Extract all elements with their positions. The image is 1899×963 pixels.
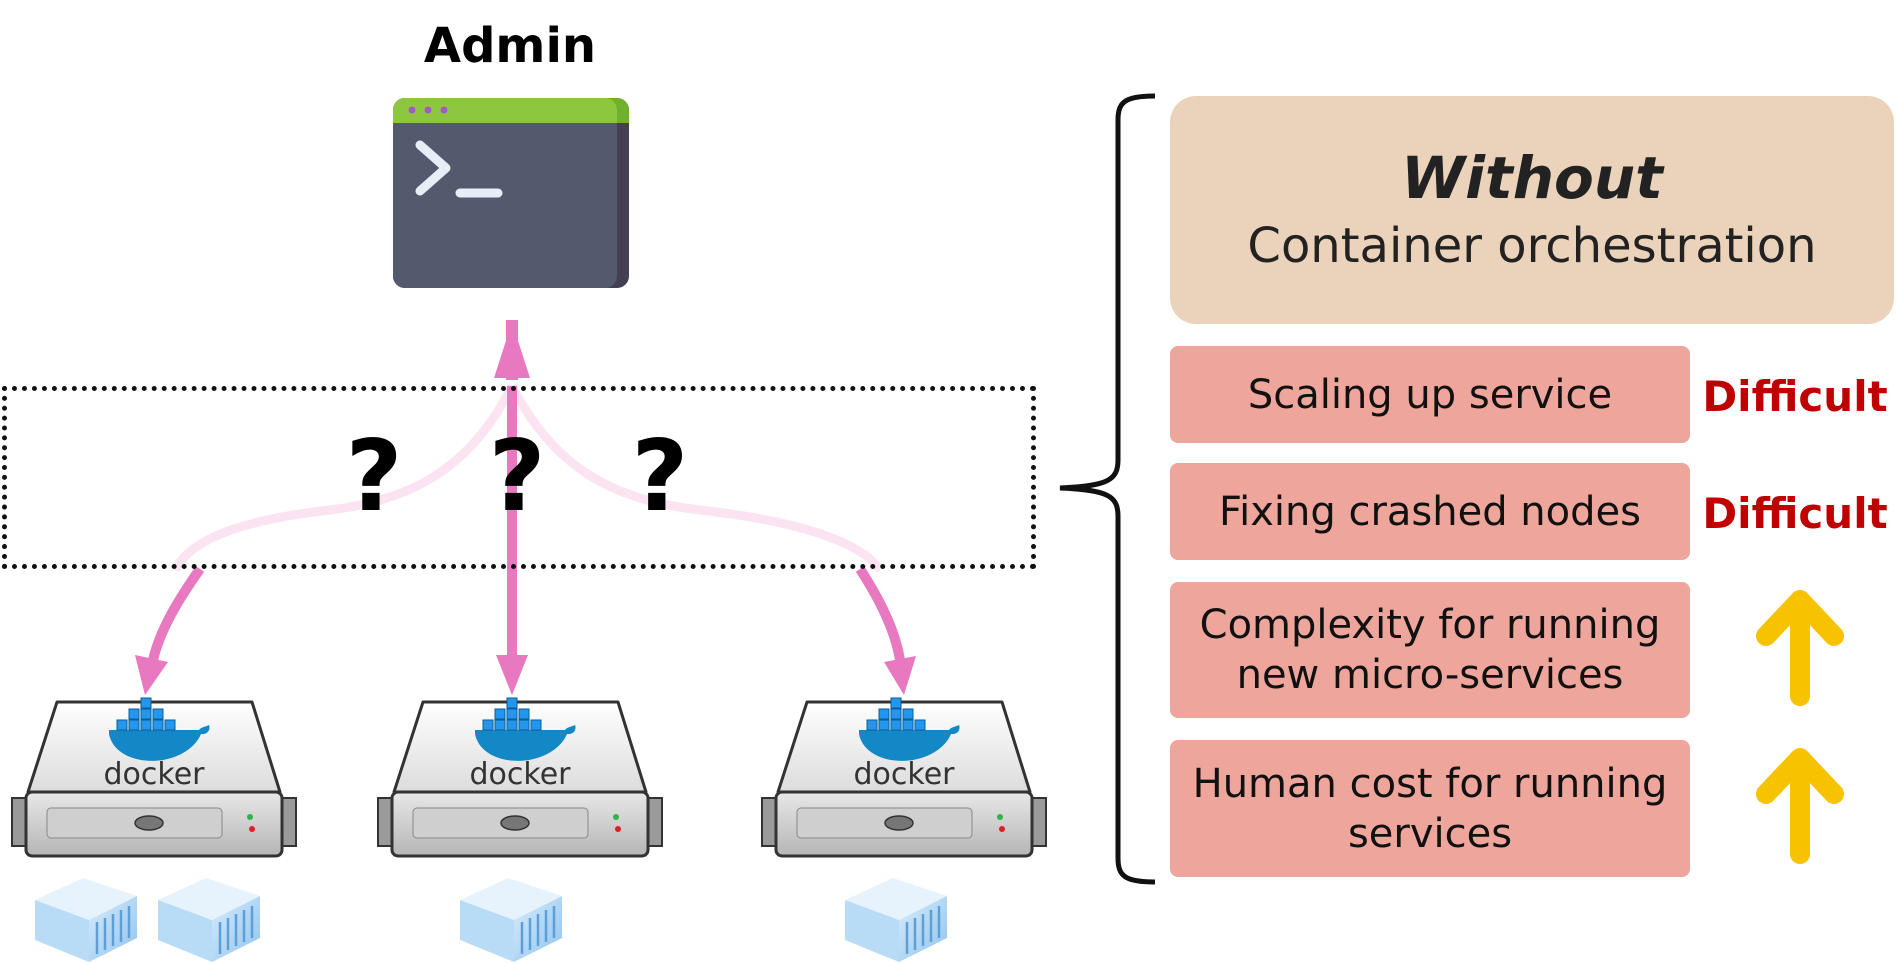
row-label: Complexity for running new micro-service… — [1199, 602, 1661, 698]
up-arrow-icon — [1756, 590, 1844, 706]
row-complexity: Complexity for running new micro-service… — [1170, 582, 1690, 718]
question-marks: ? ? ? — [345, 420, 715, 534]
row-label: Scaling up service — [1247, 371, 1613, 418]
header-subtitle: Container orchestration — [1247, 218, 1817, 274]
up-arrow-icon — [1756, 748, 1844, 864]
docker-server-icon: docker — [11, 697, 297, 858]
row-human-cost: Human cost for running services — [1170, 740, 1690, 877]
row-fixing: Fixing crashed nodes — [1170, 463, 1690, 560]
connection-arrows — [135, 320, 916, 695]
row-label: Fixing crashed nodes — [1219, 488, 1641, 535]
curly-brace — [1059, 93, 1156, 885]
row-label: Human cost for running services — [1192, 760, 1668, 857]
docker-server-icon: docker — [761, 697, 1047, 858]
container-cube-group — [35, 878, 947, 962]
status-difficult: Difficult — [1702, 489, 1888, 538]
container-cube-icon — [35, 878, 137, 962]
server-group: docker docker docker — [11, 697, 1047, 858]
docker-label: docker — [470, 757, 572, 792]
docker-whale-icon — [109, 697, 210, 761]
docker-whale-icon — [859, 697, 960, 761]
unknown-management-box — [2, 386, 1036, 569]
terminal-icon — [393, 98, 629, 288]
status-difficult: Difficult — [1702, 372, 1888, 421]
docker-server-icon: docker — [377, 697, 663, 858]
faint-arrows — [170, 383, 884, 573]
container-cube-icon — [845, 878, 947, 962]
container-cube-icon — [158, 878, 260, 962]
docker-whale-icon — [475, 697, 576, 761]
header-emphasis: Without — [1401, 144, 1663, 212]
docker-label: docker — [104, 757, 206, 792]
container-cube-icon — [460, 878, 562, 962]
admin-title: Admin — [423, 18, 597, 74]
header-box: Without Container orchestration — [1170, 96, 1894, 324]
row-scaling: Scaling up service — [1170, 346, 1690, 443]
docker-label: docker — [854, 757, 956, 792]
